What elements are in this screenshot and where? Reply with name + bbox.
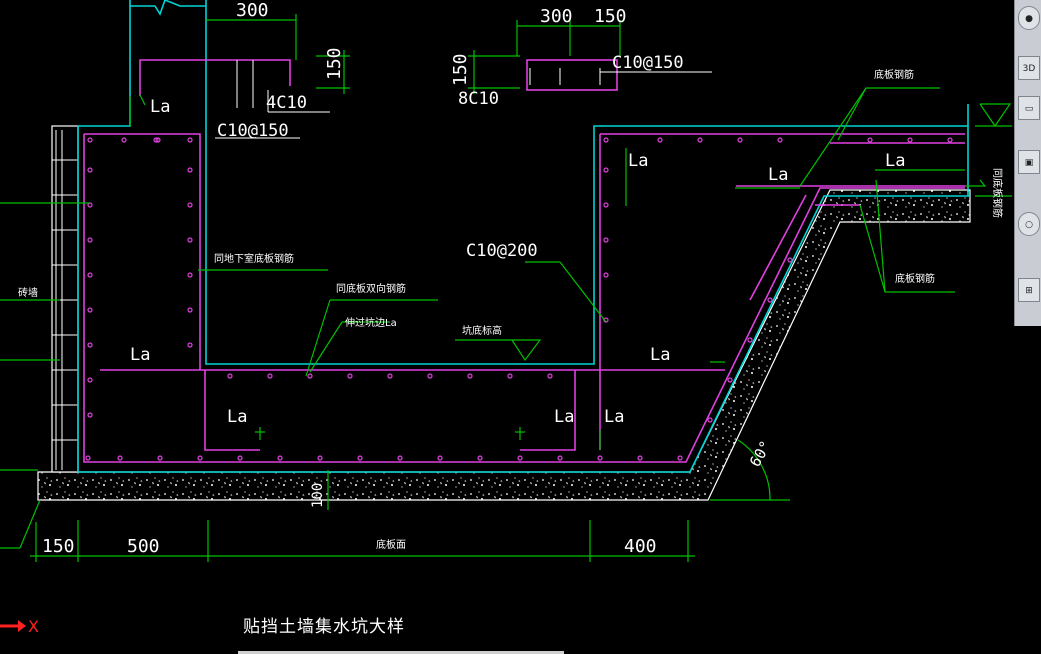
- note-basement-wall: 同地下室底板钢筋: [214, 252, 294, 265]
- note-floor: 底板面: [376, 538, 406, 551]
- grid-icon[interactable]: ⊞: [1018, 278, 1040, 302]
- anchor-label-texts: La La La La La La La La La: [130, 97, 905, 427]
- note-side: 同底板钢筋: [991, 168, 1004, 218]
- la-label: La: [130, 345, 150, 365]
- la-label: La: [628, 151, 648, 171]
- dim-bottom-100: 100: [310, 483, 326, 508]
- note-texts: 同地下室底板钢筋 同底板双向钢筋 伸过坑边La 坑底标高 底板钢筋 底板钢筋 底…: [18, 68, 1004, 551]
- dim-bottom-150: 150: [42, 536, 75, 557]
- la-label: La: [554, 407, 574, 427]
- note-bidirectional: 同底板双向钢筋: [336, 282, 406, 295]
- drawing-title: 贴挡土墙集水坑大样: [243, 617, 405, 637]
- box-icon[interactable]: ▭: [1018, 96, 1040, 120]
- dim-top-right-width: 300: [540, 6, 573, 27]
- label-right-bars: 8C10: [458, 89, 499, 109]
- la-label: La: [604, 407, 624, 427]
- dim-top-left-height: 150: [324, 47, 345, 80]
- rebar-label-texts: 4C10 C10@150 8C10 C10@150 C10@200: [217, 53, 684, 261]
- label-left-bars: 4C10: [266, 93, 307, 113]
- dim-top-right-height: 150: [450, 53, 471, 86]
- label-left-stirrup: C10@150: [217, 121, 289, 141]
- label-right-stirrup: C10@150: [612, 53, 684, 73]
- tool-palette: ● 3D ▭ ▣ ○ ⊞: [1014, 0, 1041, 326]
- axis-label: X: [28, 617, 39, 636]
- pit-outline: [77, 0, 970, 473]
- la-label: La: [650, 345, 670, 365]
- concrete-bedding: [37, 189, 971, 501]
- ucs-axis: X: [0, 617, 39, 636]
- note-pit-bottom: 坑底标高: [462, 324, 502, 337]
- sphere-icon[interactable]: ●: [1018, 6, 1040, 30]
- box-3d-icon[interactable]: 3D: [1018, 56, 1040, 80]
- dim-angle: 60°: [746, 438, 775, 470]
- dim-top-right-extra: 150: [594, 6, 627, 27]
- note-bottom-rebar: 底板钢筋: [895, 272, 935, 285]
- circle-icon[interactable]: ○: [1018, 212, 1040, 236]
- scrollbar[interactable]: [238, 651, 564, 654]
- cube-icon[interactable]: ▣: [1018, 150, 1040, 174]
- dim-top-left-width: 300: [236, 0, 269, 21]
- brick-wall: [51, 125, 79, 473]
- note-wall: 砖墙: [18, 286, 38, 299]
- note-top-rebar: 底板钢筋: [874, 68, 914, 81]
- la-label: La: [768, 165, 788, 185]
- dim-bottom-400: 400: [624, 536, 657, 557]
- label-slab-bars: C10@200: [466, 241, 538, 261]
- note-anchor-length: 伸过坑边La: [345, 316, 397, 329]
- la-label: La: [150, 97, 170, 117]
- rebar: [83, 59, 965, 463]
- leader-lines: [215, 60, 712, 139]
- dimension-texts: 300 150 300 150 150 150 500 400 100 60°: [42, 0, 775, 557]
- la-label: La: [885, 151, 905, 171]
- dimension-lines: [0, 14, 1012, 562]
- dim-bottom-500: 500: [127, 536, 160, 557]
- la-label: La: [227, 407, 247, 427]
